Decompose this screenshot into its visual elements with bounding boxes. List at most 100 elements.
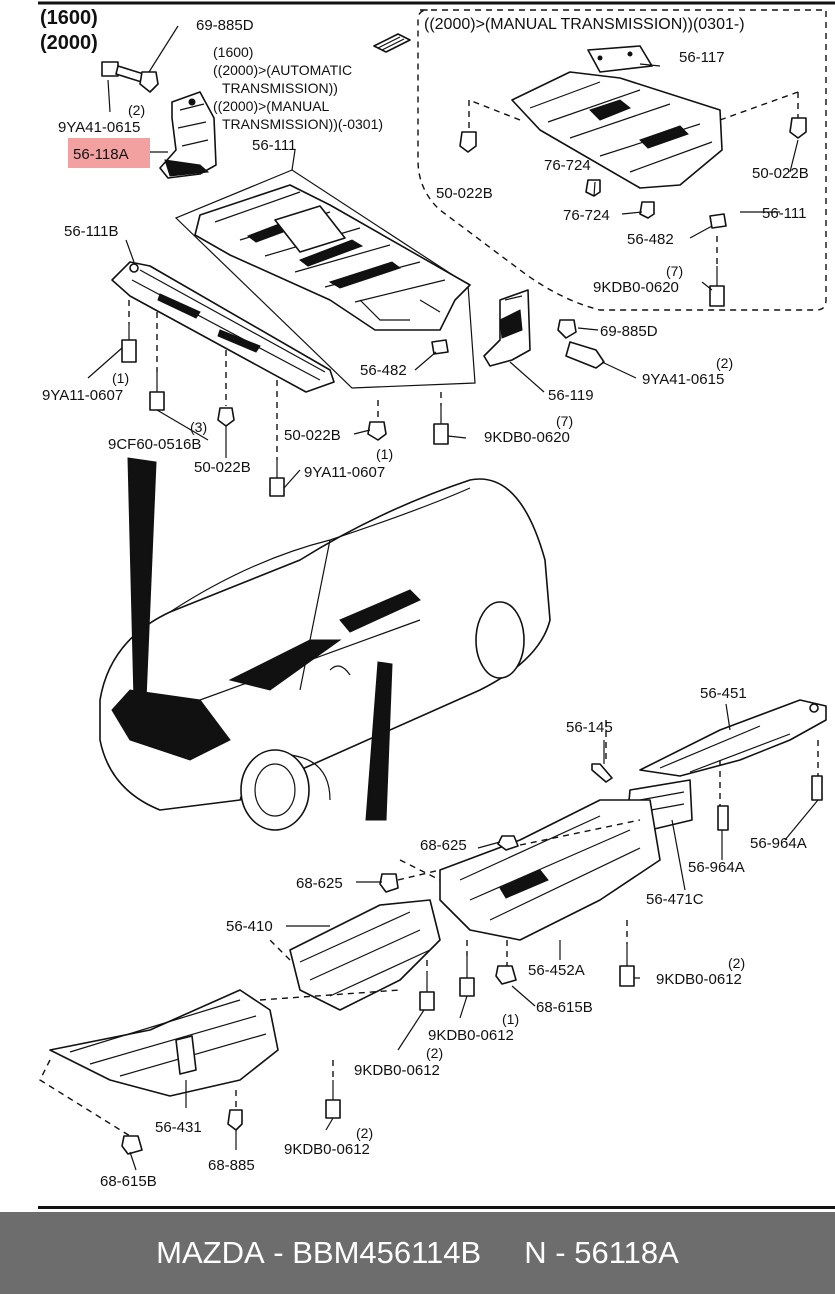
label-50-022B-d[interactable]: 50-022B (284, 427, 341, 444)
label-56-111B[interactable]: 56-111B (64, 223, 119, 240)
label-69-885D-b[interactable]: 69-885D (600, 323, 658, 340)
parts-diagram: (1600) (2000) (1600) ((2000)>(AUTOMATIC … (38, 1, 835, 1190)
label-76-724-b[interactable]: 76-724 (563, 207, 610, 224)
label-56-410[interactable]: 56-410 (226, 918, 273, 935)
label-69-885D-a[interactable]: 69-885D (196, 17, 254, 34)
callout-stripe-right (365, 661, 393, 821)
label-56-119[interactable]: 56-119 (548, 387, 594, 404)
n-label: N (524, 1235, 547, 1270)
manual-transmission-header: ((2000)>(MANUAL TRANSMISSION))(0301-) (424, 16, 745, 33)
label-56-964A-b[interactable]: 56-964A (688, 859, 745, 876)
qty-50-022B-d: (1) (376, 446, 393, 462)
undercover-56-111-inset (511, 71, 723, 189)
clip-50-022B-b (789, 117, 807, 139)
label-56-471C[interactable]: 56-471C (646, 891, 704, 908)
label-76-724-a[interactable]: 76-724 (544, 157, 591, 174)
clip-50-022B-d (367, 421, 387, 441)
heat-shield-56-451 (639, 699, 827, 777)
bolt-9KDB0-0620-b (433, 406, 449, 445)
qty-9YA41-0615-b: (2) (716, 355, 733, 371)
direction-arrow-icon (373, 33, 411, 53)
bracket-56-118A (159, 91, 217, 179)
clip-50-022B-a (459, 131, 477, 153)
clip-68-885 (227, 1109, 243, 1131)
clip-76-724-b (639, 201, 655, 219)
qty-9KDB0-0612-c: (2) (426, 1045, 443, 1061)
plate-56-117 (587, 45, 653, 73)
label-9YA41-0615-b[interactable]: 9YA41-0615 (642, 371, 724, 388)
engine-variant-2000: (2000) (40, 32, 98, 54)
clip-76-724-a (585, 179, 601, 197)
label-9KDB0-0612-d[interactable]: 9KDB0-0612 (284, 1141, 370, 1158)
label-56-482-b[interactable]: 56-482 (360, 362, 407, 379)
heat-shield-56-431 (49, 989, 279, 1097)
manual-transmission-region (417, 9, 827, 311)
nut-68-615B-a (495, 965, 517, 985)
label-50-022B-c[interactable]: 50-022B (194, 459, 251, 476)
guide-lines-inset (468, 91, 799, 266)
label-56-111-b[interactable]: 56-111 (762, 205, 806, 222)
panel-group-box (174, 169, 476, 389)
note-line-5: TRANSMISSION))(-0301) (222, 116, 383, 132)
label-56-964A-a[interactable]: 56-964A (750, 835, 807, 852)
label-9YA11-0607-b[interactable]: 9YA11-0607 (304, 464, 385, 481)
label-68-615B-a[interactable]: 68-615B (536, 999, 593, 1016)
label-68-615B-b[interactable]: 68-615B (100, 1173, 157, 1190)
bolt-9CF60-0516B (149, 372, 165, 411)
note-line-3: TRANSMISSION)) (222, 80, 338, 96)
variant-notes: (1600) ((2000)>(AUTOMATIC TRANSMISSION))… (213, 44, 383, 132)
label-56-117[interactable]: 56-117 (679, 49, 725, 66)
label-56-482-a[interactable]: 56-482 (627, 231, 674, 248)
label-9KDB0-0612-c[interactable]: 9KDB0-0612 (354, 1062, 440, 1079)
car-body (99, 478, 551, 831)
gap (481, 1235, 524, 1271)
label-56-118A[interactable]: 56-118A (73, 146, 129, 163)
n-value: 56118A (574, 1235, 679, 1270)
label-50-022B-a[interactable]: 50-022B (436, 185, 493, 202)
clip-69-885D-left (139, 25, 179, 93)
label-68-885[interactable]: 68-885 (208, 1157, 255, 1174)
leader-lines (87, 63, 819, 1171)
undercover-56-111 (194, 184, 471, 331)
label-9KDB0-0620-a[interactable]: 9KDB0-0620 (593, 279, 679, 296)
bolt-9KDB0-0612-d (325, 1080, 341, 1119)
label-56-431[interactable]: 56-431 (155, 1119, 202, 1136)
label-9KDB0-0612-a[interactable]: 9KDB0-0612 (656, 971, 742, 988)
label-56-452A[interactable]: 56-452A (528, 962, 585, 979)
highlight-box (68, 138, 150, 168)
bolt-9KDB0-0620-a (709, 266, 725, 307)
part-number: BBM456114B (292, 1235, 482, 1270)
bolt-9KDB0-0612-a (619, 944, 635, 987)
bolt-9YA11-0607-a (121, 324, 137, 363)
tunnel-shield-56-452A (439, 799, 661, 941)
label-68-625-b[interactable]: 68-625 (296, 875, 343, 892)
qty-9KDB0-0620-a: (7) (666, 263, 683, 279)
nut-68-625-b (379, 873, 399, 893)
label-56-451[interactable]: 56-451 (700, 685, 747, 702)
bolt-56-964A-b (717, 805, 729, 831)
label-50-022B-b[interactable]: 50-022B (752, 165, 809, 182)
label-9YA41-0615-a[interactable]: 9YA41-0615 (58, 119, 140, 136)
bolt-9YA11-0607-b (269, 460, 285, 497)
nut-56-482-inset (709, 213, 727, 229)
qty-9KDB0-0612-a: (2) (728, 955, 745, 971)
part-info-footer: MAZDA - BBM456114B N - 56118A (0, 1212, 835, 1294)
bar-56-111B (111, 261, 335, 393)
label-9CF60-0516B[interactable]: 9CF60-0516B (108, 436, 201, 453)
label-56-111-a[interactable]: 56-111 (252, 137, 296, 154)
separator-2: - (546, 1235, 575, 1270)
qty-9KDB0-0620-b: (7) (556, 413, 573, 429)
separator: - (264, 1235, 293, 1270)
qty-9CF60-0516B: (3) (190, 419, 207, 435)
guide-lines-upper-left (128, 300, 442, 460)
label-9YA11-0607-a[interactable]: 9YA11-0607 (42, 387, 123, 404)
label-56-145[interactable]: 56-145 (566, 719, 613, 736)
label-9KDB0-0620-b[interactable]: 9KDB0-0620 (484, 429, 570, 446)
qty-9YA41-0615-a: (2) (128, 102, 145, 118)
callout-stripe-left (127, 457, 157, 701)
bolt-9KDB0-0612-b (459, 956, 475, 997)
note-line-4: ((2000)>(MANUAL (213, 98, 330, 114)
label-68-625-a[interactable]: 68-625 (420, 837, 467, 854)
label-9KDB0-0612-b[interactable]: 9KDB0-0612 (428, 1027, 514, 1044)
qty-9YA11-0607-a: (1) (112, 370, 129, 386)
